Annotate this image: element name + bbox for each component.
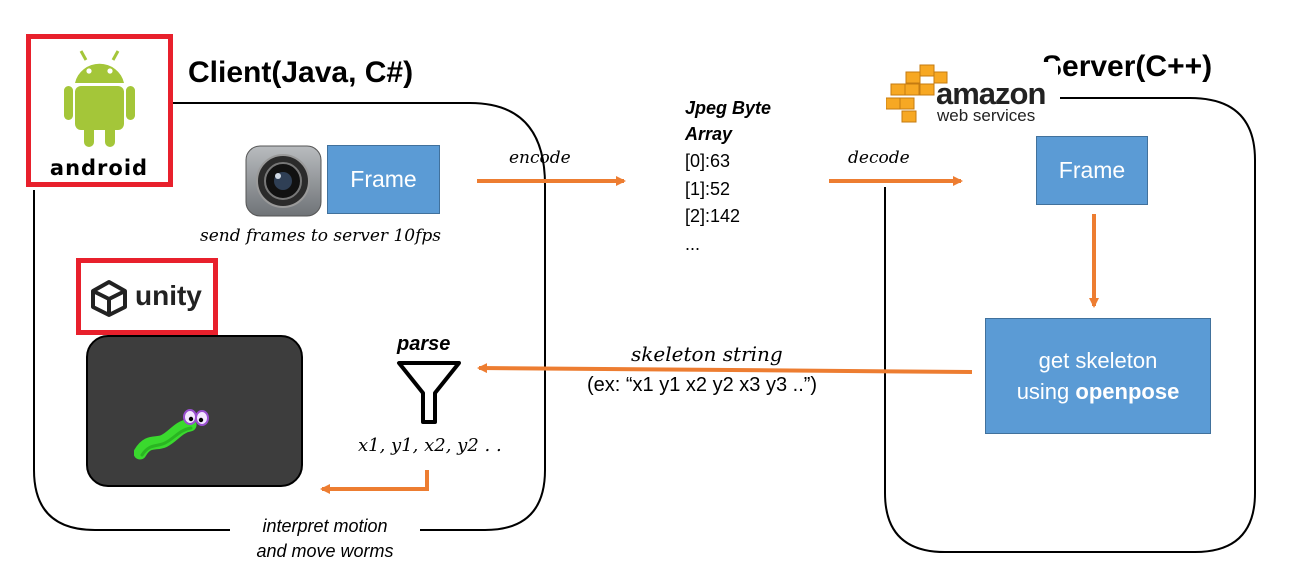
server-container (884, 97, 1256, 553)
get-skeleton-line2: using openpose (1017, 376, 1180, 407)
interpret-line1: interpret motion (262, 516, 388, 536)
skeleton-string-example: (ex: “x1 y1 x2 y2 x3 y3 ..”) (587, 374, 818, 396)
byte-array-title-line1: Jpeg Byte (685, 98, 772, 118)
client-container (33, 102, 546, 531)
client-title: Client(Java, C#) (188, 56, 414, 89)
android-logo-frame: android (26, 34, 173, 187)
aws-subtitle: web services (937, 106, 1036, 125)
skeleton-string-arrow (477, 363, 973, 374)
byte-array-row: [0]:63 (685, 151, 731, 171)
parse-label: parse (397, 333, 451, 355)
aws-wordmark: amazon (936, 76, 1046, 111)
funnel-icon (397, 361, 461, 424)
skeleton-string-label: skeleton string (631, 342, 783, 366)
server-frame-box: Frame (1036, 136, 1148, 205)
unity-cube-icon (91, 280, 127, 317)
openpose-label: openpose (1075, 379, 1180, 404)
move-worms-arrow (320, 470, 429, 494)
encode-label: encode (509, 148, 571, 168)
decode-label: decode (848, 148, 910, 168)
worm-icon (134, 409, 209, 460)
byte-array-row: [2]:142 (685, 206, 741, 226)
interpret-line2: and move worms (256, 541, 394, 561)
unity-logo-frame: unity (76, 258, 218, 335)
byte-array-title-line2: Array (685, 124, 733, 144)
server-title: Server(C++) (1042, 50, 1213, 83)
aws-boxes-icon (886, 64, 948, 123)
byte-array-row: [1]:52 (685, 179, 731, 199)
get-skeleton-box: get skeleton using openpose (985, 318, 1211, 434)
parsed-coords-label: x1, y1, x2, y2 . . (358, 435, 502, 456)
android-wordmark: android (50, 156, 148, 180)
unity-game-screen (86, 335, 303, 487)
camera-icon (245, 145, 322, 217)
client-frame-box: Frame (327, 145, 440, 214)
aws-logo: amazon web services (886, 62, 1058, 126)
interpret-caption: interpret motion and move worms (230, 514, 420, 564)
byte-array-row: ... (685, 234, 701, 254)
get-skeleton-prefix: using (1016, 379, 1076, 404)
android-logo: android (50, 50, 148, 180)
send-frames-caption: send frames to server 10fps (200, 226, 441, 246)
unity-wordmark: unity (135, 280, 202, 311)
get-skeleton-line1: get skeleton (1038, 348, 1158, 373)
